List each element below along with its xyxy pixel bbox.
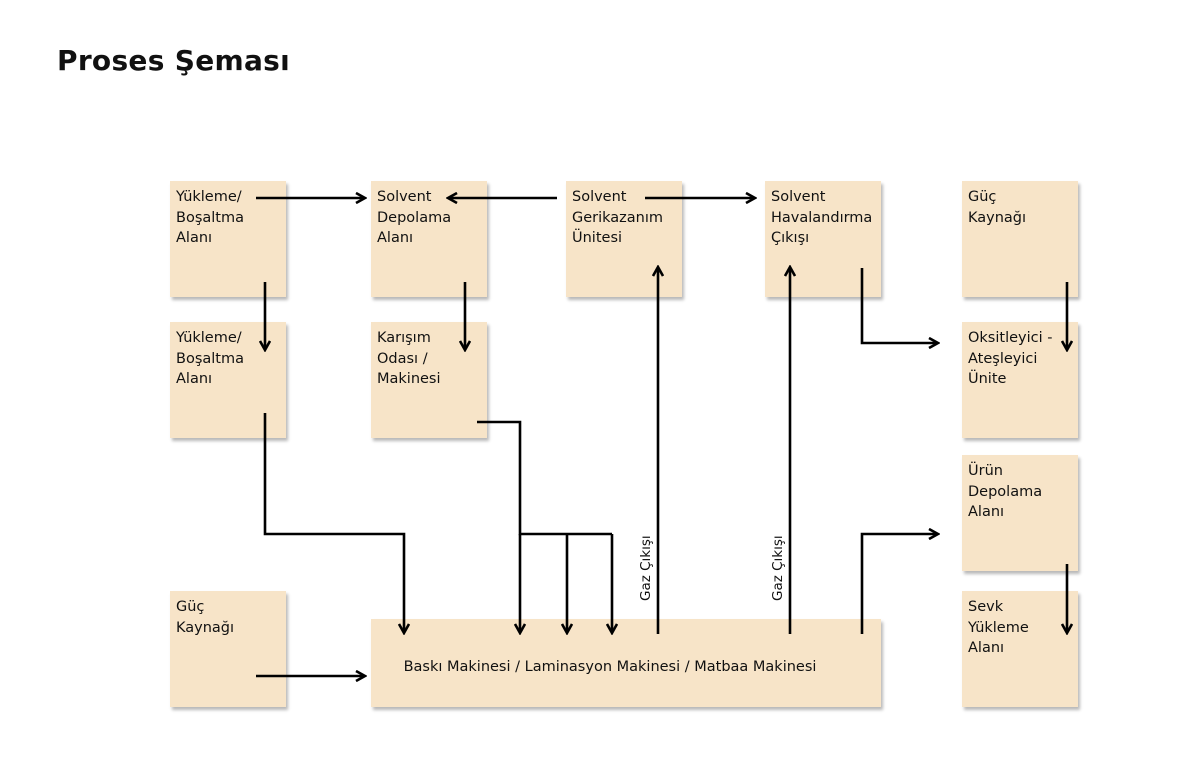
shipping-loading-label: Sevk Yükleme Alanı [968,599,1029,656]
solvent-recovery-box: Solvent Gerikazanım Ünitesi [566,181,682,297]
power-source-box-left: Güç Kaynağı [170,591,286,707]
loading-area-label-1: Yükleme/ Boşaltma Alanı [176,189,244,246]
oxidizer-label: Oksitleyici - Ateşleyici Ünite [968,330,1053,387]
gas-outlet-label-1: Gaz Çıkışı [638,535,654,601]
main-machine-label: Baskı Makinesi / Laminasyon Makinesi / M… [403,658,817,675]
line-mixing-out [477,420,612,536]
solvent-vent-label: Solvent Havalandırma Çıkışı [771,189,873,246]
loading-area-label-2: Yükleme/ Boşaltma Alanı [176,330,244,387]
power-source-label-right: Güç Kaynağı [968,189,1027,226]
gas-outlet-label-2: Gaz Çıkışı [770,535,786,601]
oxidizer-box: Oksitleyici - Ateşleyici Ünite [962,322,1078,438]
product-storage-box: Ürün Depolama Alanı [962,455,1078,571]
power-source-box-right: Güç Kaynağı [962,181,1078,297]
main-machine-box: Baskı Makinesi / Laminasyon Makinesi / M… [371,619,881,707]
solvent-storage-box: Solvent Depolama Alanı [371,181,487,297]
product-storage-label: Ürün Depolama Alanı [968,463,1043,520]
arrow-loading2-to-main [263,413,404,633]
solvent-storage-label: Solvent Depolama Alanı [377,189,452,246]
solvent-vent-box: Solvent Havalandırma Çıkışı [765,181,881,297]
loading-area-box-1: Yükleme/ Boşaltma Alanı [170,181,286,297]
arrow-vent-to-oxidizer [860,268,938,343]
power-source-label-left: Güç Kaynağı [176,599,235,636]
arrow-main-to-product-storage [860,534,938,634]
page-title: Proses Şeması [57,44,291,77]
solvent-recovery-label: Solvent Gerikazanım Ünitesi [572,189,664,246]
shipping-loading-box: Sevk Yükleme Alanı [962,591,1078,707]
mixing-room-label: Karışım Odası / Makinesi [377,330,441,387]
